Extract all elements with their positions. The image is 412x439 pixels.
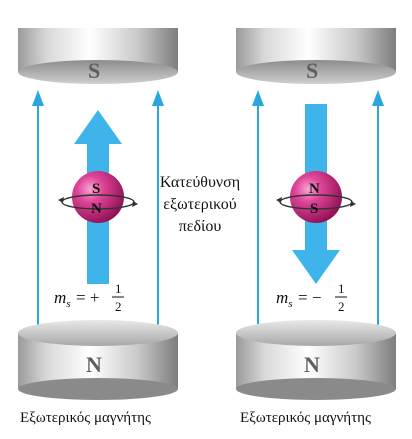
right-top-magnet: S (236, 28, 396, 84)
right-caption: Εξωτερικός μαγνήτης (240, 410, 371, 426)
right-electron-top-pole: N (309, 181, 320, 197)
right-spin-sub: s (288, 298, 292, 310)
svg-text:1: 1 (338, 281, 345, 296)
field-direction-line-1: Κατεύθυνση (159, 174, 241, 191)
left-caption: Εξωτερικός μαγνήτης (20, 410, 151, 426)
left-spin-sub: s (66, 298, 70, 310)
left-bottom-magnet: N (18, 320, 178, 400)
svg-text:2: 2 (338, 299, 345, 314)
svg-text:ms: ms (276, 288, 293, 310)
left-top-magnet: S (18, 28, 178, 84)
svg-text:1: 1 (115, 281, 122, 296)
right-spin-sign: = − (298, 288, 321, 307)
right-panel: S N S ms = − 1 2 N (236, 28, 396, 400)
left-spin-m: m (54, 288, 66, 307)
left-panel: S S N ms = + 1 2 N (18, 28, 178, 400)
field-direction-line-2: εξωτερικού (163, 196, 237, 213)
right-electron: N S (276, 171, 356, 223)
left-electron-top-pole: S (92, 181, 100, 197)
left-electron-bottom-pole: N (91, 201, 102, 217)
field-direction-line-3: πεδίου (178, 218, 222, 235)
right-spin-label: ms = − 1 2 (276, 281, 347, 314)
svg-text:ms: ms (54, 288, 71, 310)
svg-text:2: 2 (115, 299, 122, 314)
right-bottom-magnet: N (236, 320, 396, 400)
left-electron: S N (58, 171, 138, 223)
right-bottom-magnet-pole: N (304, 352, 320, 377)
left-bottom-magnet-pole: N (86, 352, 102, 377)
left-spin-label: ms = + 1 2 (54, 281, 124, 314)
right-top-magnet-pole: S (306, 58, 318, 83)
right-spin-m: m (276, 288, 288, 307)
left-spin-sign: = + (76, 288, 99, 307)
right-electron-bottom-pole: S (310, 201, 318, 217)
field-direction-label: Κατεύθυνση εξωτερικού πεδίου (136, 172, 264, 238)
left-top-magnet-pole: S (88, 58, 100, 83)
